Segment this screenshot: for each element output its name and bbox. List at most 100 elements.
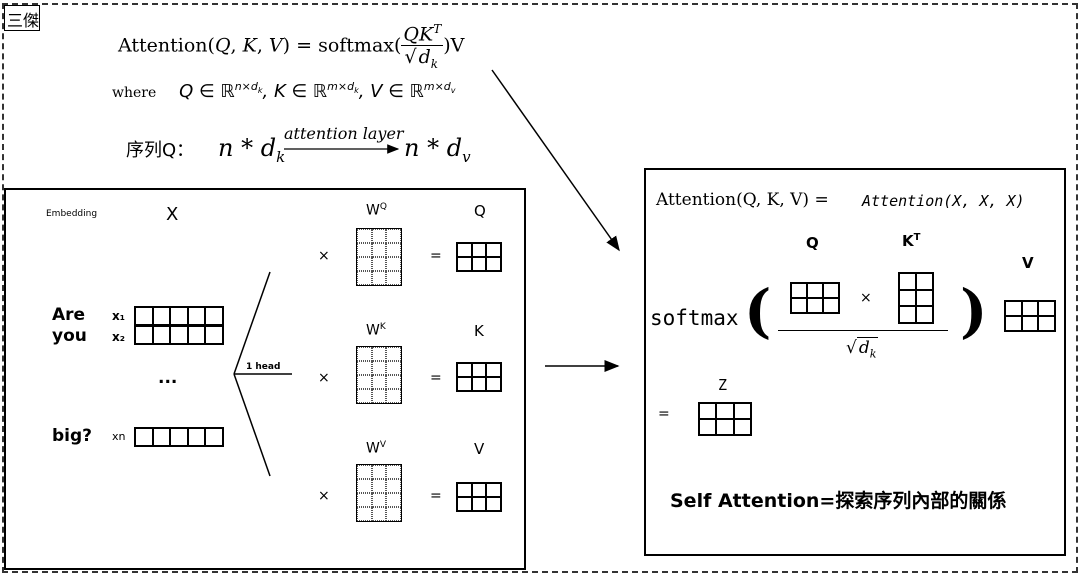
seq-rhs: n * dv — [404, 134, 471, 166]
corner-label-box: 三傑 — [4, 5, 40, 31]
outer-dashed-frame — [2, 3, 1078, 573]
equals-v: = — [430, 488, 442, 504]
x2-vector — [134, 325, 224, 345]
z-matrix — [698, 402, 752, 436]
where-k-subk: k — [354, 86, 359, 96]
right-lhs: Attention(Q, K, V) = — [656, 190, 829, 210]
wv-label: WV — [366, 440, 386, 457]
embedding-label: Embedding — [46, 209, 98, 219]
where-v-sup: m×d — [423, 80, 451, 93]
where-v-part: , V ∈ ℝ — [358, 81, 424, 102]
fork-line-bottom — [233, 373, 271, 477]
xn-label: xn — [112, 430, 126, 443]
right-den-d: d — [858, 338, 870, 358]
formula-num: QK — [403, 23, 434, 46]
corner-label: 三傑 — [7, 13, 40, 30]
seq-lhs-sub: k — [276, 147, 286, 166]
wk-matrix — [356, 346, 402, 404]
seq-arrow-label: attention layer — [284, 124, 404, 143]
where-q-part: Q ∈ ℝ — [179, 81, 235, 102]
seq-rhs-sub: v — [462, 147, 471, 166]
xn-vector — [134, 427, 224, 447]
kt-sup: T — [913, 232, 921, 243]
right-den: √dk — [846, 337, 879, 361]
softmax-word: softmax — [650, 306, 739, 330]
kt-matrix — [898, 272, 934, 324]
attention-formula: Attention(Q, K, V) = softmax(QKT√dk)V — [118, 18, 464, 75]
left-panel — [4, 188, 526, 570]
x2-label: x₂ — [112, 330, 125, 344]
v-label-right: V — [1022, 254, 1034, 272]
self-attention-caption: Self Attention=探索序列內部的關係 — [670, 490, 1007, 512]
wk-sup: K — [379, 322, 386, 332]
seq-rhs-text: n * d — [404, 134, 463, 162]
formula-fraction: QKT √dk — [401, 18, 444, 75]
equals-q: = — [430, 248, 442, 264]
where-word: where — [112, 85, 157, 101]
wq-matrix — [356, 228, 402, 286]
where-q-subk: k — [257, 86, 263, 96]
wk-label: WK — [366, 322, 386, 339]
formula-den-d: d — [418, 46, 431, 69]
where-q-sup: n×d — [234, 80, 258, 93]
seq-lhs: n * dk — [218, 134, 285, 166]
right-den-sub: k — [869, 347, 877, 361]
wq-label: WQ — [366, 202, 387, 219]
wq-sup: Q — [379, 202, 387, 212]
diagonal-arrow — [491, 69, 620, 252]
kt-label: KT — [902, 232, 920, 250]
times-v: × — [318, 488, 330, 504]
k-label-left: K — [474, 322, 484, 340]
right-den-sqrt: √ — [846, 338, 857, 358]
k-matrix-left — [456, 362, 502, 392]
formula-den-sub: k — [430, 57, 439, 72]
wv-sup: V — [379, 440, 387, 450]
where-v-subv: v — [450, 86, 456, 96]
equals-right: = — [658, 406, 670, 422]
right-rhs: Attention(X, X, X) — [862, 192, 1025, 210]
where-k-sup: m×d — [327, 80, 355, 93]
ellipsis: ... — [158, 368, 178, 388]
v-matrix-left — [456, 482, 502, 512]
equals-k: = — [430, 370, 442, 386]
x1-label: x₁ — [112, 309, 125, 323]
wv-text: W — [366, 440, 380, 457]
q-matrix-right — [790, 282, 840, 314]
seq-lhs-text: n * d — [218, 134, 277, 162]
one-head-label: 1 head — [246, 362, 281, 372]
v-label-left: V — [474, 440, 485, 458]
wv-matrix — [356, 464, 402, 522]
times-k: × — [318, 370, 330, 386]
formula-den-sqrt: √ — [404, 46, 417, 69]
formula-sup-t: T — [433, 22, 442, 36]
times-q: × — [318, 248, 330, 264]
where-line: where Q ∈ ℝn×dk, K ∈ ℝm×dk, V ∈ ℝm×dv — [112, 80, 456, 102]
wq-text: W — [366, 202, 380, 219]
token-are: Are — [52, 305, 86, 325]
fork-line-top — [233, 271, 271, 375]
wk-text: W — [366, 322, 380, 339]
fraction-bar — [778, 330, 948, 331]
z-label: Z — [718, 376, 728, 394]
q-label-left: Q — [474, 202, 486, 220]
token-you: you — [52, 326, 87, 346]
token-big: big? — [52, 426, 93, 446]
v-matrix-right — [1004, 300, 1056, 332]
formula-q: Q — [214, 34, 231, 57]
x-label: X — [166, 204, 179, 225]
where-k-part: , K ∈ ℝ — [262, 81, 328, 102]
right-panel — [644, 168, 1066, 556]
formula-lhs: Attention( — [118, 34, 215, 57]
q-label-right: Q — [806, 234, 819, 252]
right-paren: ) — [960, 277, 988, 345]
kt-text: K — [902, 232, 914, 250]
left-paren: ( — [744, 277, 772, 345]
formula-k: K — [242, 34, 257, 57]
formula-v: V — [268, 34, 283, 57]
seq-label: 序列Q： — [126, 140, 195, 161]
formula-tail: )V — [443, 34, 465, 57]
times-right: × — [860, 290, 872, 306]
formula-eq: ) = softmax( — [282, 34, 402, 57]
